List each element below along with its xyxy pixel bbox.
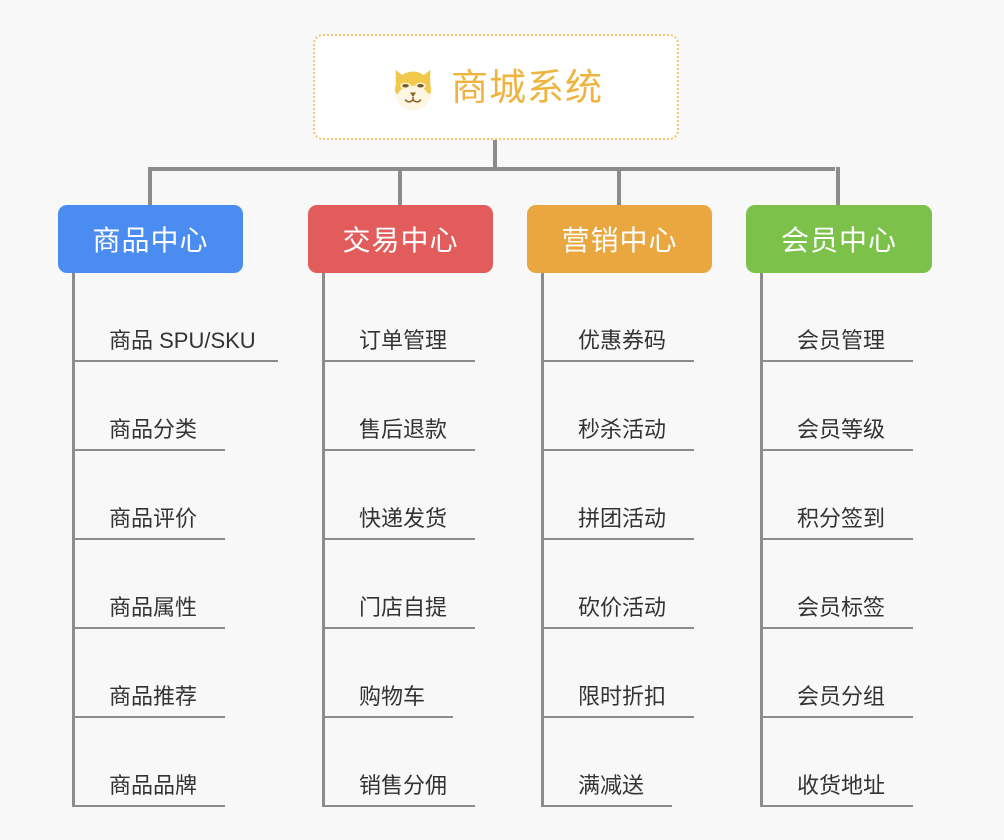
leaf-item[interactable]: 快递发货	[325, 451, 493, 540]
leaf-spine-trade-center: 订单管理售后退款快递发货门店自提购物车销售分佣	[322, 273, 493, 807]
leaf-item-label: 限时折扣	[578, 684, 667, 709]
leaf-item[interactable]: 砍价活动	[544, 540, 712, 629]
leaf-item-label: 优惠券码	[578, 328, 667, 353]
leaf-item-label: 商品 SPU/SKU	[109, 328, 256, 353]
leaf-underline	[325, 805, 475, 807]
leaf-item[interactable]: 订单管理	[325, 273, 493, 362]
connector-drop-0	[148, 167, 152, 205]
leaf-item-label: 砍价活动	[578, 595, 667, 620]
leaf-item[interactable]: 限时折扣	[544, 629, 712, 718]
leaf-underline	[763, 538, 913, 540]
leaf-item-label: 商品推荐	[109, 684, 198, 709]
shiba-dog-face-icon	[389, 64, 437, 112]
connector-drop-3	[836, 167, 840, 205]
leaf-item[interactable]: 会员分组	[763, 629, 932, 718]
connector-drop-1	[398, 167, 402, 205]
leaf-underline	[75, 716, 225, 718]
leaf-underline	[544, 360, 694, 362]
leaf-item[interactable]: 商品分类	[75, 362, 256, 451]
leaf-underline	[763, 449, 913, 451]
category-box-marketing-center[interactable]: 营销中心	[527, 205, 712, 273]
leaf-item[interactable]: 商品评价	[75, 451, 256, 540]
branch-column-marketing-center: 营销中心优惠券码秒杀活动拼团活动砍价活动限时折扣满减送	[527, 205, 712, 807]
leaf-item[interactable]: 商品属性	[75, 540, 256, 629]
leaf-item[interactable]: 收货地址	[763, 718, 932, 807]
connector-root-stem	[493, 140, 497, 170]
leaf-item[interactable]: 会员标签	[763, 540, 932, 629]
leaf-underline	[75, 627, 225, 629]
leaf-item-label: 收货地址	[797, 773, 886, 798]
leaf-underline	[75, 449, 225, 451]
leaf-underline	[325, 360, 475, 362]
leaf-item[interactable]: 商品 SPU/SKU	[75, 273, 278, 362]
leaf-item-label: 会员分组	[797, 684, 886, 709]
category-box-member-center[interactable]: 会员中心	[746, 205, 932, 273]
category-box-product-center[interactable]: 商品中心	[58, 205, 243, 273]
leaf-item[interactable]: 销售分佣	[325, 718, 493, 807]
leaf-item-label: 会员标签	[797, 595, 886, 620]
leaf-item[interactable]: 会员等级	[763, 362, 932, 451]
leaf-spine-product-center: 商品 SPU/SKU 商品分类商品评价商品属性商品推荐商品品牌	[72, 273, 278, 807]
leaf-item-label: 销售分佣	[359, 773, 448, 798]
leaf-underline	[75, 360, 278, 362]
leaf-underline	[763, 360, 913, 362]
leaf-underline	[763, 805, 913, 807]
connector-drop-2	[617, 167, 621, 205]
leaf-underline	[763, 627, 913, 629]
connector-horizontal-bar	[148, 167, 835, 171]
root-title: 商城系统	[451, 66, 603, 108]
branch-column-trade-center: 交易中心订单管理售后退款快递发货门店自提购物车销售分佣	[308, 205, 493, 807]
leaf-item[interactable]: 满减送	[544, 718, 712, 807]
leaf-underline	[544, 449, 694, 451]
leaf-underline	[75, 538, 225, 540]
leaf-item-label: 拼团活动	[578, 506, 667, 531]
leaf-item[interactable]: 积分签到	[763, 451, 932, 540]
leaf-item[interactable]: 售后退款	[325, 362, 493, 451]
leaf-underline	[325, 627, 475, 629]
leaf-item-label: 订单管理	[359, 328, 448, 353]
leaf-underline	[325, 538, 475, 540]
leaf-item-label: 商品品牌	[109, 773, 198, 798]
leaf-item[interactable]: 拼团活动	[544, 451, 712, 540]
leaf-item-label: 快递发货	[359, 506, 448, 531]
leaf-spine-member-center: 会员管理会员等级积分签到会员标签会员分组收货地址	[760, 273, 932, 807]
leaf-item-label: 商品分类	[109, 417, 198, 442]
branch-column-member-center: 会员中心会员管理会员等级积分签到会员标签会员分组收货地址	[746, 205, 932, 807]
leaf-item[interactable]: 商品推荐	[75, 629, 256, 718]
leaf-item[interactable]: 优惠券码	[544, 273, 712, 362]
leaf-item-label: 门店自提	[359, 595, 448, 620]
leaf-item[interactable]: 秒杀活动	[544, 362, 712, 451]
leaf-item-label: 商品属性	[109, 595, 198, 620]
leaf-item-label: 秒杀活动	[578, 417, 667, 442]
leaf-underline	[325, 716, 453, 718]
leaf-underline	[544, 805, 672, 807]
leaf-item[interactable]: 商品品牌	[75, 718, 256, 807]
leaf-item[interactable]: 会员管理	[763, 273, 932, 362]
leaf-underline	[544, 627, 694, 629]
leaf-item-label: 购物车	[359, 684, 426, 709]
leaf-item-label: 满减送	[578, 773, 645, 798]
root-node[interactable]: 商城系统	[313, 34, 679, 140]
category-box-trade-center[interactable]: 交易中心	[308, 205, 493, 273]
leaf-item[interactable]: 购物车	[325, 629, 493, 718]
leaf-spine-marketing-center: 优惠券码秒杀活动拼团活动砍价活动限时折扣满减送	[541, 273, 712, 807]
leaf-underline	[763, 716, 913, 718]
leaf-underline	[325, 449, 475, 451]
leaf-item-label: 商品评价	[109, 506, 198, 531]
leaf-item-label: 售后退款	[359, 417, 448, 442]
leaf-item-label: 会员等级	[797, 417, 886, 442]
branch-column-product-center: 商品中心商品 SPU/SKU 商品分类商品评价商品属性商品推荐商品品牌	[58, 205, 278, 807]
leaf-item-label: 会员管理	[797, 328, 886, 353]
leaf-item-label: 积分签到	[797, 506, 886, 531]
leaf-underline	[75, 805, 225, 807]
leaf-underline	[544, 538, 694, 540]
leaf-item[interactable]: 门店自提	[325, 540, 493, 629]
leaf-underline	[544, 716, 694, 718]
